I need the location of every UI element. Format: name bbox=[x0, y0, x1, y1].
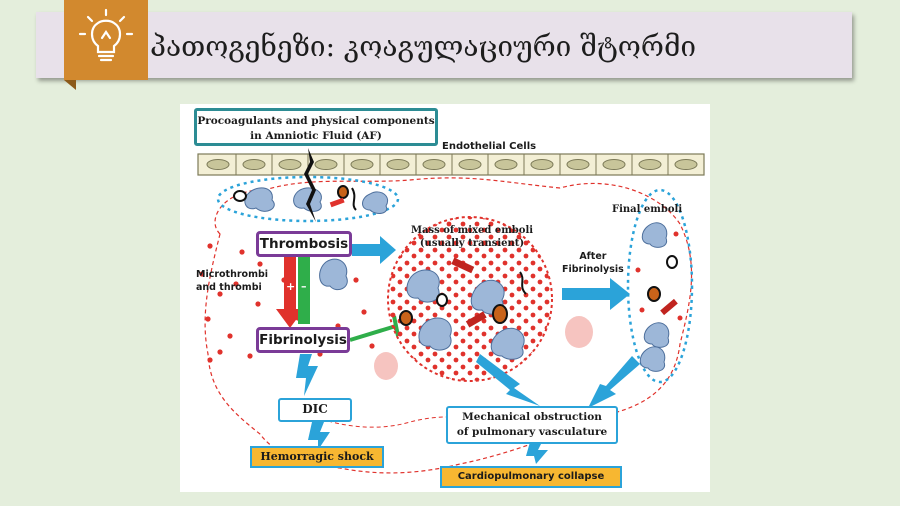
mass-emboli-line2: (usually transient) bbox=[419, 238, 525, 249]
endothelial-label: Endothelial Cells bbox=[442, 141, 537, 152]
mass-to-mechanical-arrow bbox=[476, 354, 540, 406]
plus-arrow bbox=[276, 256, 304, 328]
diagram-graphics bbox=[197, 148, 705, 474]
lung-outline bbox=[204, 177, 693, 474]
mechanical-to-collapse-arrow bbox=[526, 442, 548, 464]
endothelial-cells bbox=[197, 153, 705, 176]
microthrombi-line2: and thrombi bbox=[196, 282, 262, 293]
minus-sign: – bbox=[301, 280, 307, 293]
pathogenesis-diagram: Procoagulants and physical components in… bbox=[180, 104, 710, 492]
mechanical-line1: Mechanical obstruction bbox=[462, 411, 602, 423]
left-clot bbox=[319, 258, 348, 291]
final-emboli-label: Final emboli bbox=[612, 204, 683, 215]
hemorrhagic-shock-box: Hemorragic shock bbox=[250, 446, 384, 468]
page-title: პათოგენეზი: კოაგულაციური შტორმი bbox=[150, 30, 697, 63]
badge-fold bbox=[64, 80, 76, 90]
title-bar bbox=[36, 12, 852, 78]
af-box-line1: Procoagulants and physical components bbox=[197, 115, 435, 127]
final-emboli-ellipse bbox=[626, 188, 694, 384]
after-fibrinolysis-label: After Fibrinolysis bbox=[562, 250, 624, 276]
mechanical-line2: of pulmonary vasculature bbox=[456, 426, 608, 438]
dic-box: DIC bbox=[278, 398, 352, 422]
fibrinolysis-box: Fibrinolysis bbox=[256, 327, 350, 353]
after-line1: After bbox=[579, 251, 607, 262]
after-fibrinolysis-arrow bbox=[562, 278, 630, 310]
af-box: Procoagulants and physical components in… bbox=[194, 108, 438, 146]
thrombosis-box: Thrombosis bbox=[256, 231, 352, 257]
af-box-line2: in Amniotic Fluid (AF) bbox=[250, 130, 382, 142]
after-line2: Fibrinolysis bbox=[562, 264, 624, 275]
final-to-mechanical-arrow bbox=[588, 356, 640, 408]
fibrinolysis-to-dic-arrow bbox=[296, 354, 318, 396]
af-entry-arrow bbox=[304, 148, 316, 222]
lightbulb-icon bbox=[78, 8, 134, 62]
fibrinolysis-inhibit-line bbox=[349, 324, 397, 342]
minus-arrow bbox=[298, 256, 310, 324]
pale-rbc bbox=[565, 316, 593, 348]
mass-emboli-label: Mass of mixed emboli (usually transient) bbox=[402, 224, 542, 250]
thrombosis-to-mass-arrow bbox=[352, 236, 396, 264]
icon-badge bbox=[64, 0, 148, 80]
microthrombi-line1: Microthrombi bbox=[196, 269, 269, 280]
pale-rbc bbox=[374, 352, 398, 380]
af-particles bbox=[233, 185, 388, 214]
plus-sign: + bbox=[286, 280, 296, 293]
mechanical-obstruction-box: Mechanical obstruction of pulmonary vasc… bbox=[446, 406, 618, 444]
microthrombi-label: Microthrombi and thrombi bbox=[196, 268, 268, 294]
mass-clots bbox=[399, 257, 527, 360]
cardiopulmonary-collapse-box: Cardiopulmonary collapse bbox=[440, 466, 622, 488]
final-clots bbox=[635, 222, 683, 372]
dic-to-shock-arrow bbox=[308, 422, 330, 450]
mass-emboli-line1: Mass of mixed emboli bbox=[410, 225, 534, 236]
